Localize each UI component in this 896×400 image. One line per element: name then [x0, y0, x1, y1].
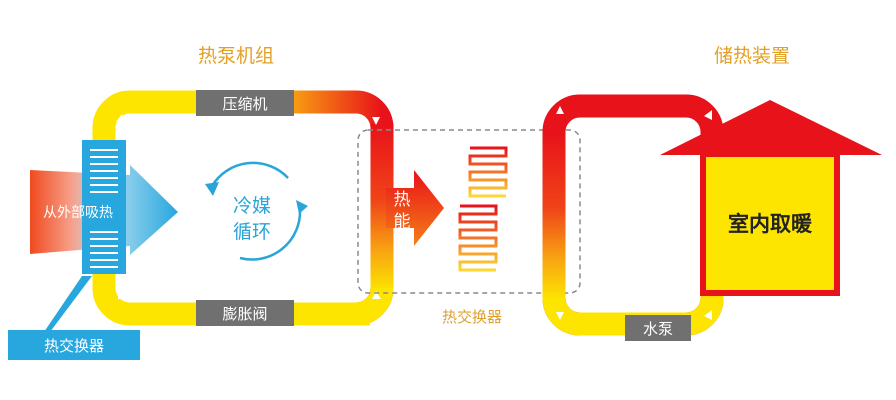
flow-arrow-icon — [556, 106, 564, 114]
indoor-heating-label: 室内取暖 — [728, 212, 813, 236]
water-pump-box — [625, 315, 691, 341]
flow-arrow-icon — [116, 114, 124, 122]
flow-arrow-icon — [704, 110, 712, 120]
flow-arrow-icon — [372, 117, 380, 125]
left-heat-exchanger-label: 热交换器 — [44, 337, 104, 355]
flow-arrow-icon — [372, 291, 381, 299]
expansion-valve-label: 膨胀阀 — [222, 305, 267, 323]
flow-arrow-icon — [704, 310, 712, 320]
absorb-heat-label: 从外部吸热 — [43, 205, 113, 221]
flow-arrows-right — [556, 106, 712, 320]
heat-energy-char-1: 热 — [394, 190, 411, 210]
left-heat-exchanger-box — [8, 330, 140, 360]
compressor-label: 压缩机 — [222, 95, 267, 113]
house-icon — [660, 100, 882, 296]
heat-pump-unit-title: 热泵机组 — [198, 45, 274, 67]
evaporator-coil — [82, 140, 126, 274]
center-coil — [458, 146, 508, 272]
expansion-valve-box — [196, 300, 294, 326]
refrigerant-cycle-icon — [205, 161, 308, 261]
refrigerant-label-2: 循环 — [233, 221, 271, 243]
refrigerant-label-1: 冷媒 — [233, 195, 271, 217]
heat-energy-arrow — [386, 170, 444, 246]
center-heat-exchanger-label: 热交换器 — [442, 308, 502, 326]
compressor-box — [196, 90, 294, 116]
heat-exchanger-boundary — [357, 129, 581, 294]
flow-arrows-left — [116, 114, 381, 299]
callout-pointer — [44, 276, 92, 332]
heat-storage-title: 储热装置 — [714, 45, 790, 67]
flow-arrow-icon — [118, 291, 126, 299]
water-pump-label: 水泵 — [643, 320, 673, 338]
flow-arrow-icon — [556, 312, 564, 320]
heat-energy-char-2: 能 — [394, 212, 411, 232]
